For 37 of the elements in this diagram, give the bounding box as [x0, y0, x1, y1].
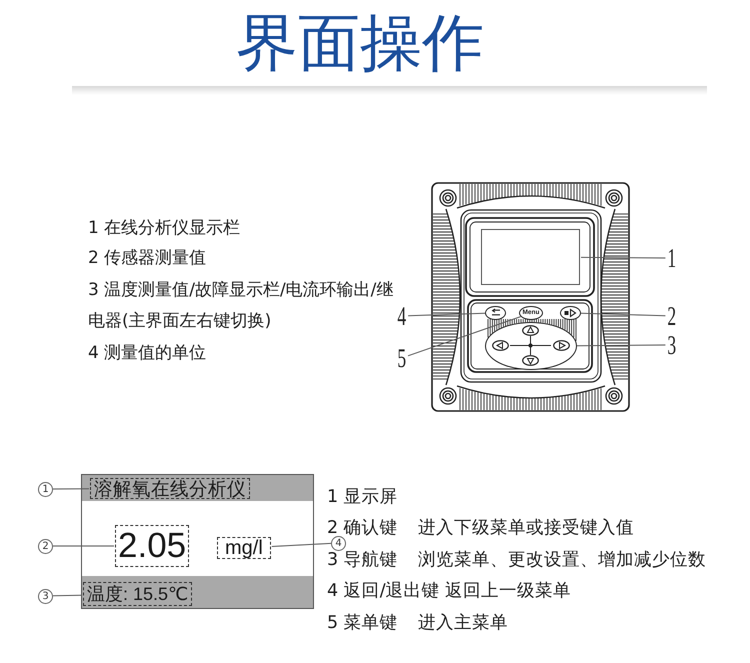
dashed-text-box: 温度: 15.5℃	[83, 582, 192, 606]
callout-number: 1	[667, 247, 676, 269]
list-item: 1 显示屏	[327, 488, 398, 506]
leader-line	[408, 312, 486, 316]
title: 界面操作	[236, 6, 484, 80]
dashed-text-box: mg/l	[217, 537, 271, 559]
dashed-text-box: 溶解氧在线分析仪	[90, 478, 250, 499]
device-illustration	[430, 180, 632, 414]
list-item: 3 温度测量值/故障显示栏/电流环输出/继电器(主界面左右键切换)	[88, 278, 394, 332]
circled-number: 2	[38, 538, 53, 554]
list-item: 2 确认键	[327, 519, 398, 537]
display-screen	[481, 229, 580, 285]
circled-number: 1	[38, 482, 53, 496]
leader-line	[580, 312, 666, 316]
display-panel	[81, 474, 314, 609]
list-item: 4 测量值的单位	[88, 342, 206, 364]
leader-line	[408, 316, 522, 356]
list-item: 5 菜单键	[327, 614, 398, 632]
description-text: 浏览菜单、更改设置、增加减少位数	[418, 551, 706, 569]
list-item: 3 导航键	[327, 551, 398, 569]
list-item: 4 返回/退出键 返回上一级菜单	[327, 582, 572, 600]
leader-line	[271, 542, 332, 547]
circled-number: 4	[331, 536, 346, 550]
leader-line	[576, 344, 666, 346]
callout-number: 4	[397, 305, 406, 327]
list-item: 1 在线分析仪显示栏	[88, 217, 240, 239]
callout-number: 5	[397, 347, 406, 369]
callout-number: 2	[667, 305, 676, 327]
leader-line	[52, 488, 90, 490]
leader-line	[580, 256, 666, 258]
circled-number: 3	[38, 588, 53, 604]
leader-line	[52, 594, 82, 596]
callout-number: 3	[667, 334, 676, 356]
list-item: 2 传感器测量值	[88, 247, 206, 269]
description-text: 进入下级菜单或接受键入值	[418, 519, 634, 537]
dashed-text-box: 2.05	[115, 525, 190, 567]
description-text: 进入主菜单	[418, 614, 508, 632]
